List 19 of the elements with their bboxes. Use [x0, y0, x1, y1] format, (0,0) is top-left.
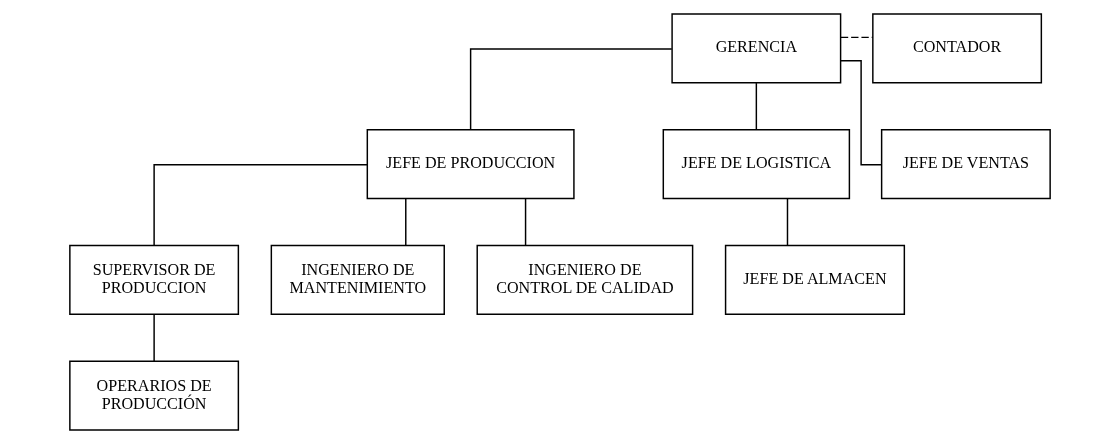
connector — [153, 164, 368, 247]
node-box: JEFE DE LOGISTICA — [662, 128, 851, 200]
node-box: JEFE DE PRODUCCION — [366, 128, 575, 200]
node-box: JEFE DE VENTAS — [880, 128, 1051, 200]
connector — [405, 198, 407, 246]
node-box: JEFE DE ALMACEN — [724, 244, 906, 316]
node-box: INGENIERO DE MANTENIMIENTO — [270, 244, 445, 316]
node-box: GERENCIA — [671, 13, 842, 84]
node-box: CONTADOR — [872, 13, 1043, 84]
connector — [840, 60, 883, 166]
connector — [786, 198, 789, 246]
connector — [840, 36, 874, 39]
connector — [153, 313, 155, 362]
connector — [469, 48, 673, 131]
node-box: INGENIERO DE CONTROL DE CALIDAD — [476, 244, 694, 316]
connector — [755, 82, 758, 131]
connector — [524, 198, 527, 246]
node-box: SUPERVISOR DE PRODUCCION — [69, 244, 240, 316]
node-box: OPERARIOS DE PRODUCCIÓN — [69, 360, 240, 431]
